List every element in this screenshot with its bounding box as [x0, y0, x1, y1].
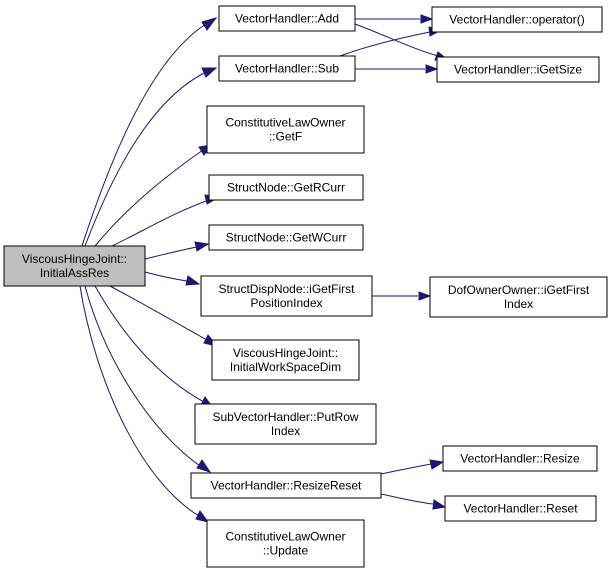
node-label: VectorHandler::Sub [235, 62, 339, 76]
edge-root-to-update [79, 285, 210, 523]
node-label: VectorHandler::operator() [449, 13, 584, 27]
node-label: ViscousHingeJoint:: [233, 346, 338, 360]
node-label: VectorHandler::Resize [460, 452, 580, 466]
node-box [444, 495, 597, 522]
node-label: PositionIndex [250, 296, 322, 310]
call-nodes: ViscousHingeJoint::InitialAssResVectorHa… [3, 5, 608, 568]
edge-line [81, 23, 207, 247]
node-resizereset[interactable]: VectorHandler::ResizeReset [190, 472, 382, 499]
node-box [200, 275, 373, 317]
node-label: ConstitutiveLawOwner [225, 530, 345, 544]
edge-line [109, 285, 208, 341]
edge-root-to-resizereset [84, 285, 212, 473]
node-igetsize[interactable]: VectorHandler::iGetSize [436, 56, 600, 83]
edge-line [84, 285, 201, 467]
node-label: Index [271, 424, 300, 438]
node-getrcurr[interactable]: StructNode::GetRCurr [208, 174, 364, 201]
node-label: StructNode::GetWCurr [226, 231, 347, 245]
edge-line [144, 271, 188, 282]
edge-arrowhead [201, 17, 218, 31]
node-box [218, 5, 356, 32]
node-label: InitialAssRes [40, 266, 109, 280]
edge-arrowhead [418, 291, 432, 301]
edge-line [380, 463, 432, 475]
node-reset[interactable]: VectorHandler::Reset [444, 495, 597, 522]
node-label: DofOwnerOwner::iGetFirst [448, 283, 590, 297]
edge-root-to-add [81, 17, 218, 247]
node-box [436, 56, 600, 83]
edge-root-to-sub [84, 67, 218, 247]
node-add[interactable]: VectorHandler::Add [218, 5, 356, 32]
node-resize[interactable]: VectorHandler::Resize [442, 445, 598, 472]
node-root[interactable]: ViscousHingeJoint::InitialAssRes [3, 245, 146, 287]
node-getf[interactable]: ConstitutiveLawOwner::GetF [206, 105, 365, 154]
edge-line [144, 246, 198, 260]
edge-arrowhead [425, 64, 439, 74]
edge-arrowhead [194, 241, 210, 252]
edge-line [94, 149, 204, 247]
node-sub[interactable]: VectorHandler::Sub [218, 55, 356, 82]
node-label: VectorHandler::ResizeReset [211, 479, 362, 493]
edge-resizereset-to-resize [380, 459, 445, 475]
node-getwcurr[interactable]: StructNode::GetWCurr [208, 224, 364, 251]
node-initws[interactable]: ViscousHingeJoint::InitialWorkSpaceDim [211, 339, 360, 381]
node-box [431, 6, 603, 33]
node-label: VectorHandler::Reset [463, 502, 578, 516]
node-box [190, 472, 382, 499]
node-box [194, 403, 377, 445]
edge-line [354, 23, 439, 57]
edge-root-to-igetfirstpos [144, 271, 201, 286]
edge-root-to-getrcurr [111, 194, 221, 247]
node-box [442, 445, 598, 472]
edge-root-to-getwcurr [144, 241, 210, 260]
node-box [3, 245, 146, 287]
node-label: StructDispNode::iGetFirst [218, 282, 355, 296]
edge-root-to-putrow [94, 285, 215, 409]
node-label: ::Update [263, 544, 309, 558]
node-operator[interactable]: VectorHandler::operator() [431, 6, 603, 33]
node-box [208, 174, 364, 201]
node-label: ::GetF [269, 130, 302, 144]
node-label: Index [504, 297, 533, 311]
node-box [208, 224, 364, 251]
edge-line [84, 71, 207, 247]
edge-arrowhead [195, 510, 210, 523]
node-label: ConstitutiveLawOwner [225, 116, 345, 130]
node-box [218, 55, 356, 82]
edge-sub-to-igetsize [355, 64, 439, 74]
edge-arrowhead [201, 67, 218, 78]
edge-line [94, 285, 205, 403]
edge-line [111, 199, 210, 247]
edge-arrowhead [432, 499, 447, 510]
edge-add-to-operator [355, 14, 434, 24]
node-box [429, 276, 608, 318]
node-label: VectorHandler::Add [235, 12, 339, 26]
edge-arrowhead [196, 459, 212, 473]
edge-line [79, 285, 200, 517]
node-label: SubVectorHandler::PutRow [212, 410, 358, 424]
node-label: StructNode::GetRCurr [227, 181, 345, 195]
edge-arrowhead [420, 14, 434, 24]
edge-line [380, 493, 434, 505]
node-box [211, 339, 360, 381]
node-box [206, 519, 365, 568]
edge-line [339, 31, 431, 57]
node-label: VectorHandler::iGetSize [454, 63, 582, 77]
node-update[interactable]: ConstitutiveLawOwner::Update [206, 519, 365, 568]
edge-resizereset-to-reset [380, 493, 447, 510]
node-label: InitialWorkSpaceDim [230, 360, 341, 374]
node-box [206, 105, 365, 154]
edge-igetfirstpos-to-dofowner [372, 291, 432, 301]
edge-arrowhead [429, 459, 445, 470]
edge-arrowhead [185, 275, 201, 286]
edge-root-to-getf [94, 144, 214, 247]
node-label: ViscousHingeJoint:: [22, 252, 127, 266]
